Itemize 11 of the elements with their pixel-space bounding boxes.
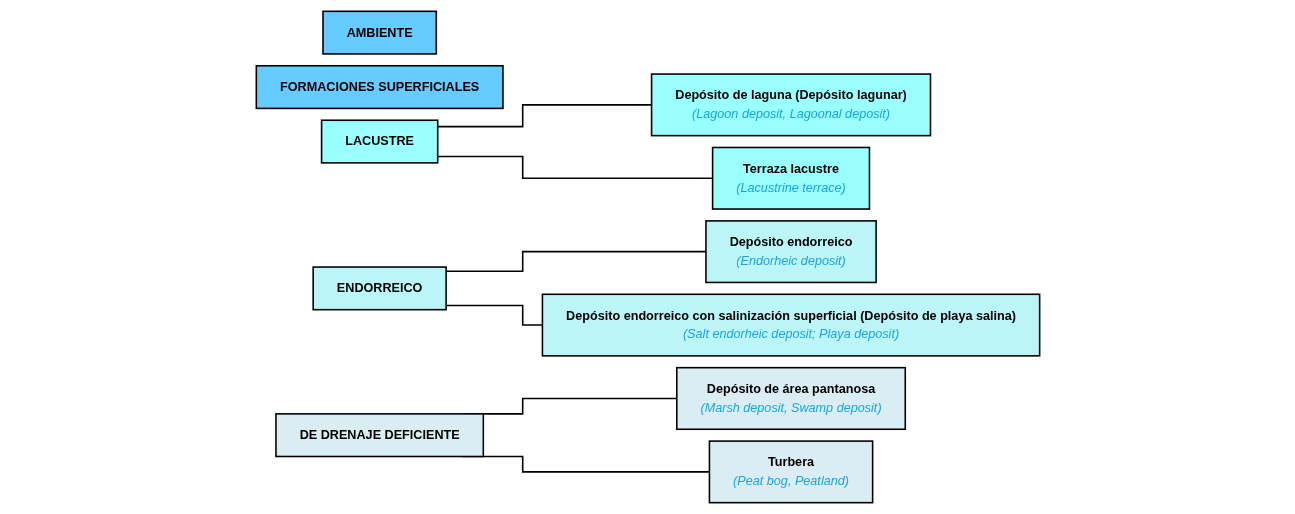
node-box: Depósito de laguna (Depósito lagunar) (Lagoon deposit, Lagoonal deposit)	[650, 73, 931, 137]
node-box: FORMACIONES SUPERFICIALES	[255, 65, 504, 110]
node-box: Depósito endorreico (Endorheic deposit)	[704, 220, 877, 284]
node-box: AMBIENTE	[321, 10, 437, 55]
node-box: DE DRENAJE DEFICIENTE	[274, 413, 484, 458]
node-box: Turbera (Peat bog, Peatland)	[708, 440, 873, 504]
node-box: Terraza lacustre (Lacustrine terrace)	[711, 146, 870, 210]
node-box: ENDORREICO	[311, 266, 447, 311]
node-box: LACUSTRE	[320, 119, 438, 164]
node-box: Depósito de área pantanosa (Marsh deposit, Swamp deposit)	[675, 366, 906, 431]
node-box: Depósito endorreico con salinización superficial (Depósito de playa salina) (Salt endorheic deposit; Playa deposit)	[541, 293, 1040, 357]
